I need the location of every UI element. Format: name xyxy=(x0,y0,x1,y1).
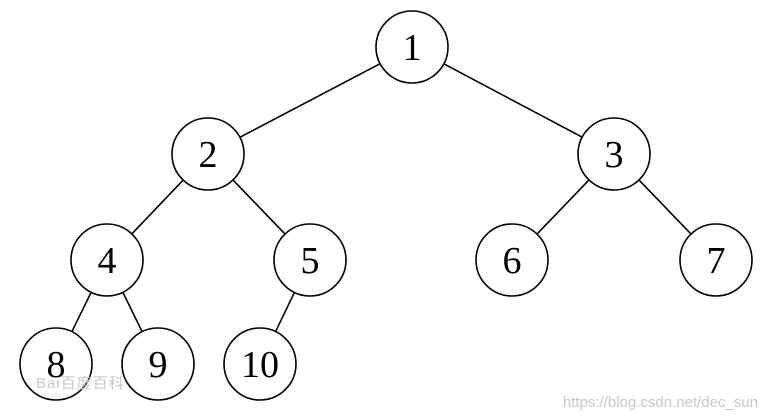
tree-node-7: 7 xyxy=(679,223,753,297)
tree-edge-4-8 xyxy=(71,291,92,333)
tree-node-9: 9 xyxy=(121,327,195,401)
tree-edge-3-7 xyxy=(638,179,692,235)
tree-edges xyxy=(71,63,692,333)
tree-node-4: 4 xyxy=(70,223,144,297)
node-circle xyxy=(273,223,347,297)
tree-node-10: 10 xyxy=(223,327,297,401)
tree-edge-1-2 xyxy=(239,63,381,138)
node-label: 10 xyxy=(241,344,279,386)
node-circle xyxy=(121,327,195,401)
tree-node-6: 6 xyxy=(475,223,549,297)
tree-node-1: 1 xyxy=(375,10,449,84)
node-label: 5 xyxy=(301,240,320,282)
node-circle xyxy=(19,327,93,401)
node-circle xyxy=(577,117,651,191)
tree-nodes: 1 2 3 4 5 6 7 8 9 10 xyxy=(19,10,753,401)
node-label: 6 xyxy=(503,240,522,282)
tree-node-5: 5 xyxy=(273,223,347,297)
node-label: 4 xyxy=(98,240,117,282)
tree-edge-4-9 xyxy=(122,291,143,333)
node-label: 8 xyxy=(47,344,66,386)
node-label: 9 xyxy=(149,344,168,386)
node-circle xyxy=(679,223,753,297)
node-circle xyxy=(375,10,449,84)
node-circle xyxy=(70,223,144,297)
tree-edge-2-4 xyxy=(131,179,184,235)
tree-edge-1-3 xyxy=(443,63,583,138)
tree-edge-3-6 xyxy=(536,179,590,235)
node-label: 1 xyxy=(403,27,422,69)
tree-edge-2-5 xyxy=(232,179,286,235)
node-circle xyxy=(171,117,245,191)
tree-node-2: 2 xyxy=(171,117,245,191)
node-label: 7 xyxy=(707,240,726,282)
node-circle xyxy=(223,327,297,401)
node-label: 3 xyxy=(605,134,624,176)
tree-edge-5-10 xyxy=(274,292,296,332)
tree-node-8: 8 xyxy=(19,327,93,401)
baidu-watermark-logo: Bai百度百科 xyxy=(36,375,125,392)
source-url-watermark: https://blog.csdn.net/dec_sun xyxy=(562,394,758,411)
node-label: 2 xyxy=(199,134,218,176)
tree-node-3: 3 xyxy=(577,117,651,191)
node-circle xyxy=(475,223,549,297)
